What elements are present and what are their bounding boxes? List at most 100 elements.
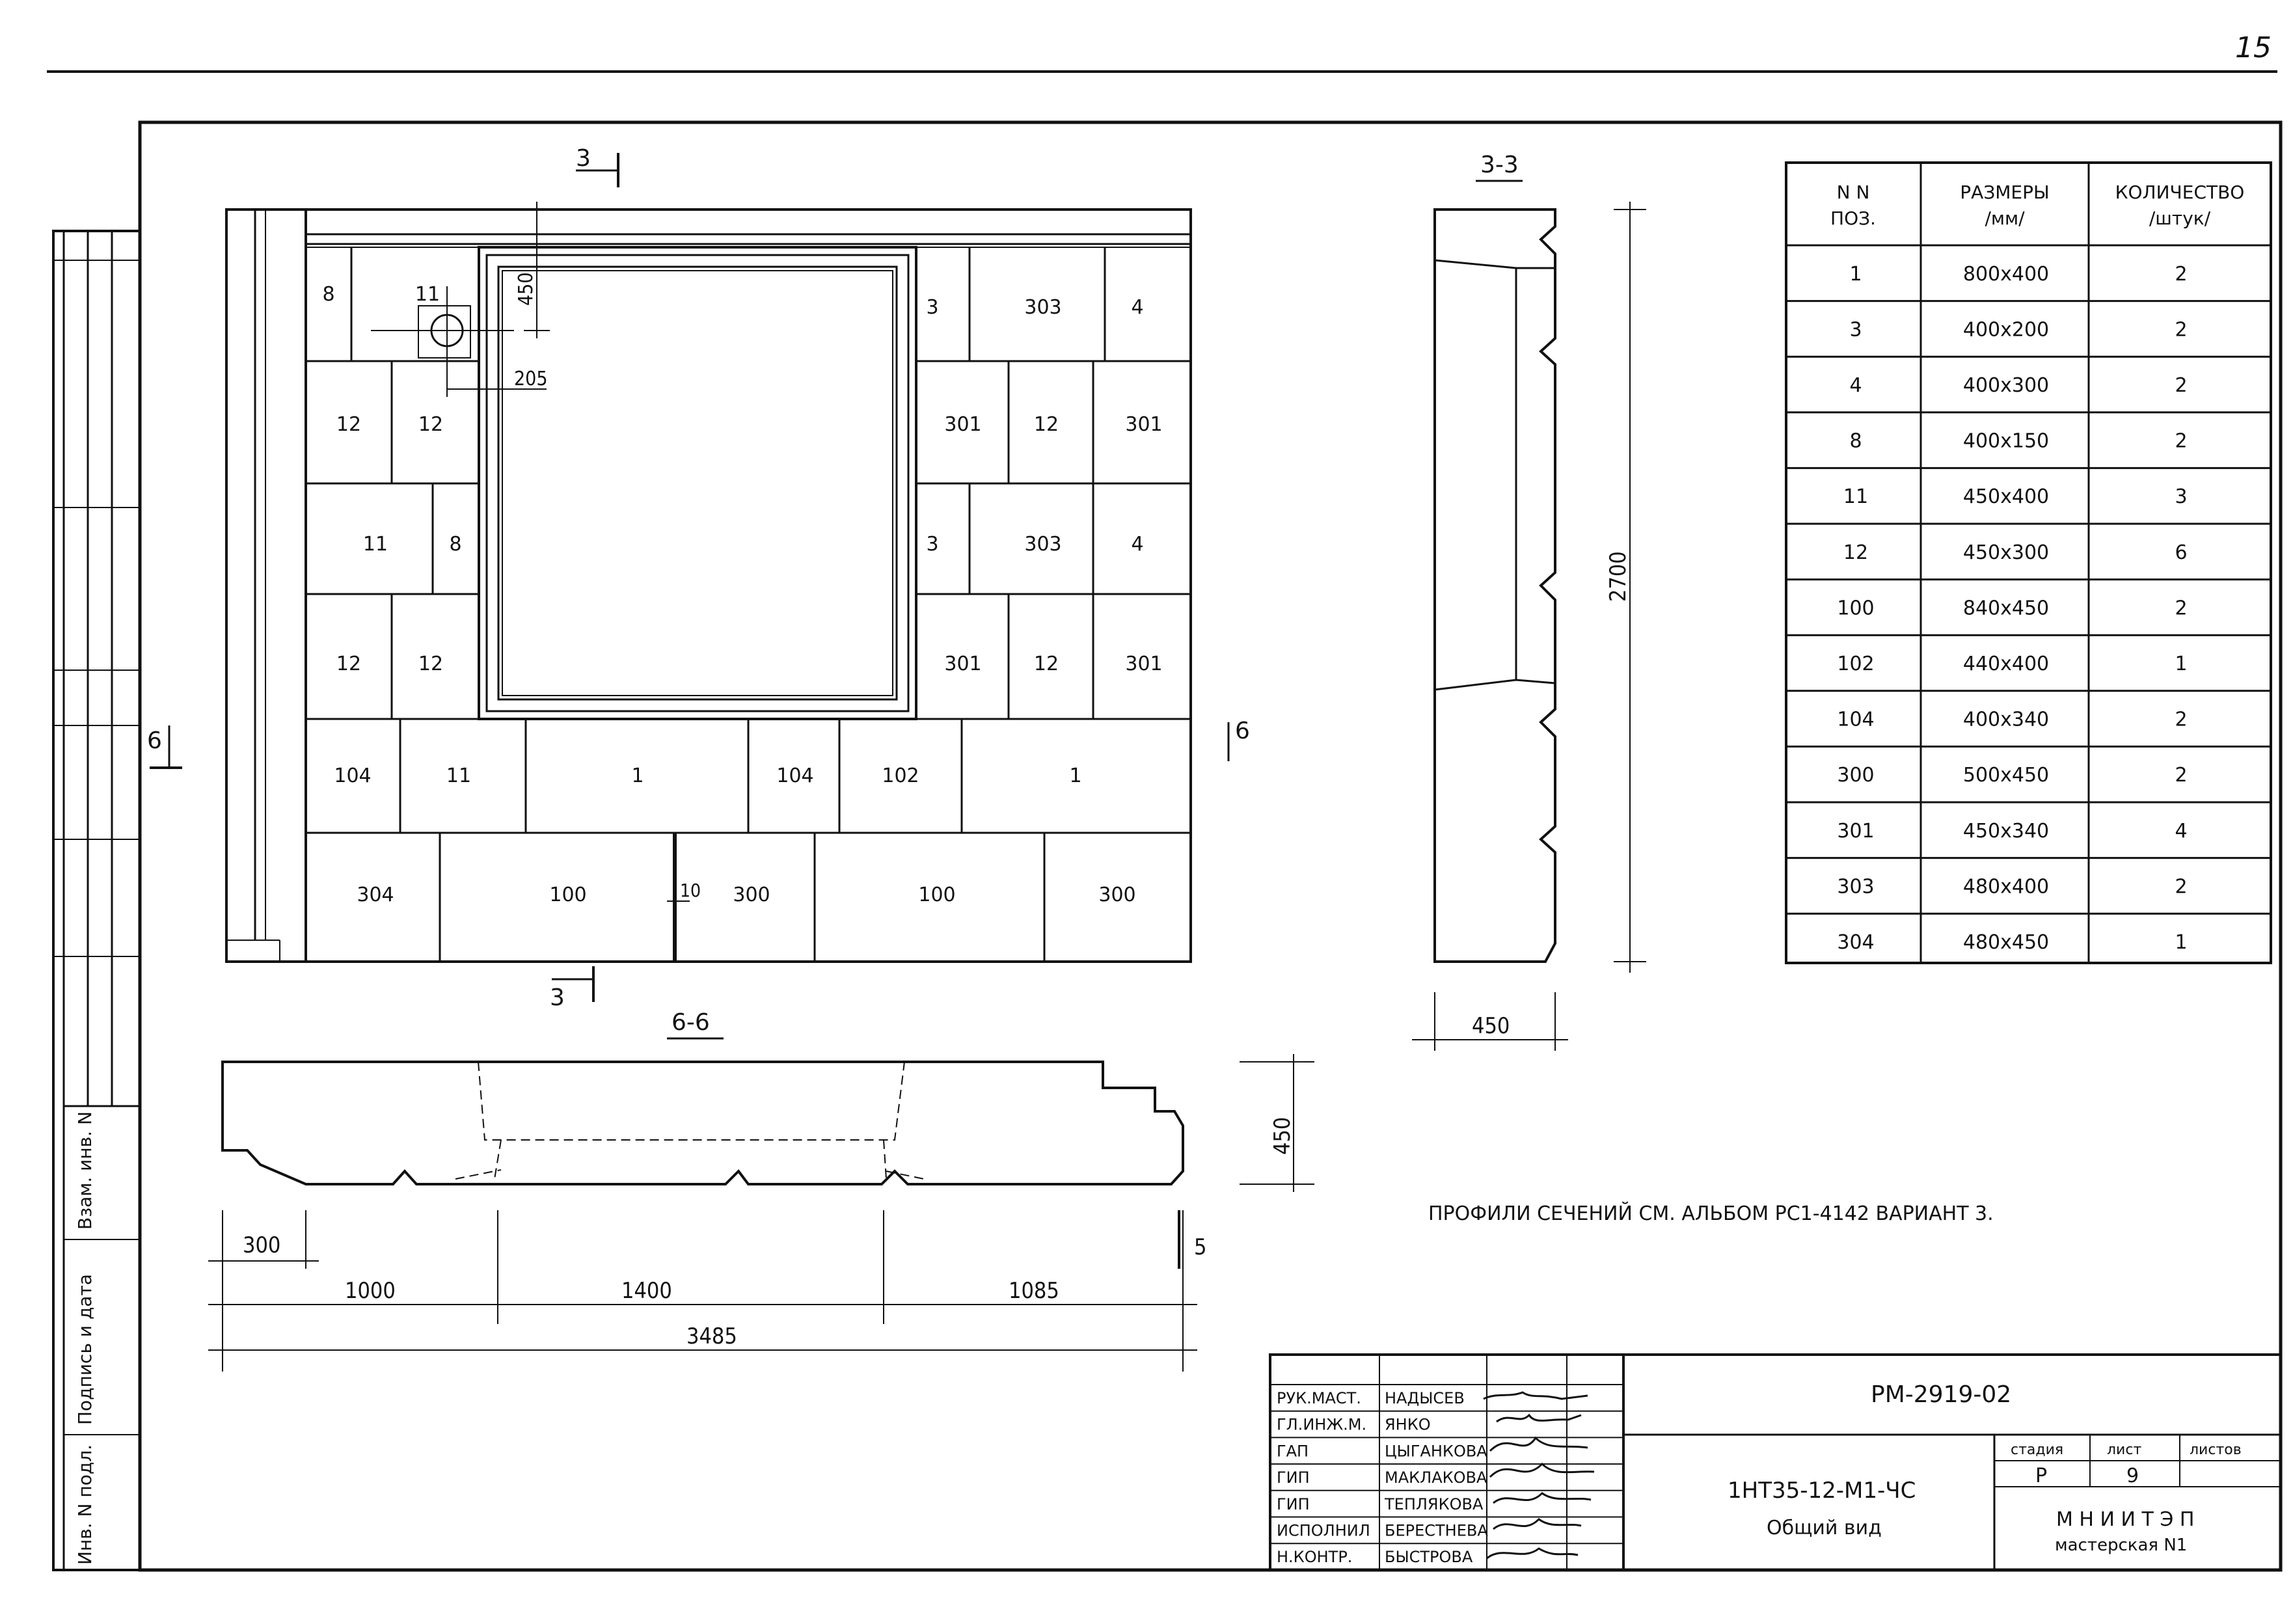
block-label-17: 301 <box>944 653 981 675</box>
sig-role: Н.КОНТР. <box>1277 1548 1352 1566</box>
dim-205: 205 <box>514 368 548 390</box>
sig-role: ГИП <box>1277 1468 1310 1487</box>
table-cell-qty: 1 <box>2175 931 2187 954</box>
dim-6-6-0: 300 <box>243 1232 280 1258</box>
table-cell-qty: 1 <box>2175 653 2187 675</box>
block-label-28: 300 <box>733 884 770 906</box>
table-cell-pos: 11 <box>1843 485 1868 508</box>
block-label-16: 12 <box>418 653 443 675</box>
table-cell-size: 400x300 <box>1963 374 2049 397</box>
table-cell-size: 500x450 <box>1963 764 2049 787</box>
sig-role: ГЛ.ИНЖ.М. <box>1277 1416 1366 1434</box>
block-label-15: 12 <box>336 653 361 675</box>
block-label-24: 102 <box>882 765 919 787</box>
block-label-18: 12 <box>1034 653 1059 675</box>
table-header-pos-1: N N <box>1837 182 1870 203</box>
block-label-14: 4 <box>1131 533 1143 556</box>
table-cell-pos: 8 <box>1849 430 1862 453</box>
table-cell-qty: 4 <box>2175 820 2187 843</box>
table-cell-pos: 300 <box>1837 764 1874 787</box>
table-cell-size: 440x400 <box>1963 653 2049 675</box>
block-label-23: 104 <box>776 765 813 787</box>
block-label-25: 1 <box>1069 765 1081 787</box>
sheet-frame <box>138 120 2283 1572</box>
table-cell-pos: 4 <box>1849 374 1862 397</box>
org-sub: мастерская N1 <box>2055 1536 2187 1555</box>
sig-role: ГАП <box>1277 1442 1309 1460</box>
section-6-6: 6-6 450 300 1000 1400 1085 5 3485 <box>208 1009 1314 1372</box>
table-cell-size: 400x150 <box>1963 430 2049 453</box>
block-label-10: 11 <box>363 533 388 556</box>
block-label-3: 303 <box>1024 296 1061 319</box>
sig-name: ТЕПЛЯКОВА <box>1384 1495 1484 1513</box>
sig-name: БЫСТРОВА <box>1385 1548 1473 1566</box>
table-cell-pos: 100 <box>1837 597 1874 619</box>
doc-code: РМ-2919-02 <box>1871 1381 2011 1408</box>
section-6-6-height-dim: 450 <box>1269 1117 1296 1155</box>
sheet-label: лист <box>2107 1442 2141 1458</box>
table-cell-pos: 104 <box>1837 709 1874 731</box>
block-label-19: 301 <box>1125 653 1162 675</box>
view-mark-right: 6 <box>1235 718 1250 744</box>
view-mark-left: 6 <box>147 727 162 754</box>
block-label-1: 11 <box>415 283 440 306</box>
block-label-6: 12 <box>418 413 443 436</box>
table-header-size-2: /мм/ <box>1985 208 2025 229</box>
dim-6-6-1: 1000 <box>345 1278 396 1304</box>
dim-6-6-5: 3485 <box>686 1323 737 1349</box>
sig-role: ИСПОЛНИЛ <box>1277 1522 1370 1540</box>
block-label-27: 100 <box>549 884 586 906</box>
table-cell-qty: 3 <box>2175 485 2187 508</box>
section-6-6-title: 6-6 <box>672 1009 710 1036</box>
table-cell-pos: 304 <box>1837 931 1874 954</box>
org-name: М Н И И Т Э П <box>2056 1508 2194 1531</box>
note-text: ПРОФИЛИ СЕЧЕНИЙ СМ. АЛЬБОМ РС1-4142 ВАРИ… <box>1428 1202 1994 1225</box>
sig-name: НАДЫСЕВ <box>1385 1389 1465 1407</box>
table-cell-size: 840x450 <box>1963 597 2049 619</box>
block-label-9: 301 <box>1125 413 1162 436</box>
sheets-label: листов <box>2190 1442 2242 1458</box>
block-label-29: 100 <box>918 884 955 906</box>
block-label-30: 300 <box>1098 884 1135 906</box>
table-cell-size: 450x400 <box>1963 485 2049 508</box>
table-cell-size: 400x340 <box>1963 709 2049 731</box>
stage-value: Р <box>2035 1465 2047 1487</box>
table-cell-size: 800x400 <box>1963 263 2049 286</box>
table-cell-qty: 2 <box>2175 709 2187 731</box>
side-stamp: Инв. N подл. Подпись и дата Взам. инв. N <box>52 230 141 1571</box>
table-cell-size: 480x400 <box>1963 875 2049 898</box>
table-cell-qty: 2 <box>2175 764 2187 787</box>
page-number: 15 <box>2235 31 2272 64</box>
table-cell-pos: 1 <box>1849 263 1862 286</box>
dim-6-6-4: 5 <box>1194 1234 1206 1260</box>
block-label-4: 4 <box>1131 296 1143 319</box>
table-cell-pos: 303 <box>1837 875 1874 898</box>
table-header-size-1: РАЗМЕРЫ <box>1960 182 2049 203</box>
sig-name: БЕРЕСТНЕВА <box>1385 1522 1488 1540</box>
sig-name: МАКЛАКОВА <box>1385 1468 1487 1487</box>
sig-name: ЯНКО <box>1385 1416 1431 1434</box>
stamp-label-inv: Инв. N подл. <box>74 1444 96 1565</box>
section-3-3-width-dim: 450 <box>1472 1013 1510 1039</box>
spec-table: N N ПОЗ. РАЗМЕРЫ /мм/ КОЛИЧЕСТВО /штук/ … <box>1785 161 2272 964</box>
sheet-value: 9 <box>2126 1465 2139 1487</box>
table-cell-size: 400x200 <box>1963 318 2049 341</box>
table-cell-qty: 2 <box>2175 875 2187 898</box>
block-label-21: 11 <box>446 765 471 787</box>
section-3-3: 3-3 2700 450 <box>1412 152 1646 1051</box>
table-cell-qty: 2 <box>2175 374 2187 397</box>
drawing-code: 1НТ35-12-М1-ЧС <box>1728 1478 1916 1504</box>
table-cell-qty: 2 <box>2175 430 2187 453</box>
section-3-3-title: 3-3 <box>1480 152 1519 178</box>
table-cell-size: 450x300 <box>1963 541 2049 564</box>
section-mark-top: 3 <box>576 145 591 172</box>
table-header-qty-2: /штук/ <box>2149 208 2211 229</box>
block-label-0: 8 <box>322 283 334 306</box>
table-cell-qty: 2 <box>2175 318 2187 341</box>
table-cell-size: 450x340 <box>1963 820 2049 843</box>
table-header-qty-1: КОЛИЧЕСТВО <box>2115 182 2245 203</box>
